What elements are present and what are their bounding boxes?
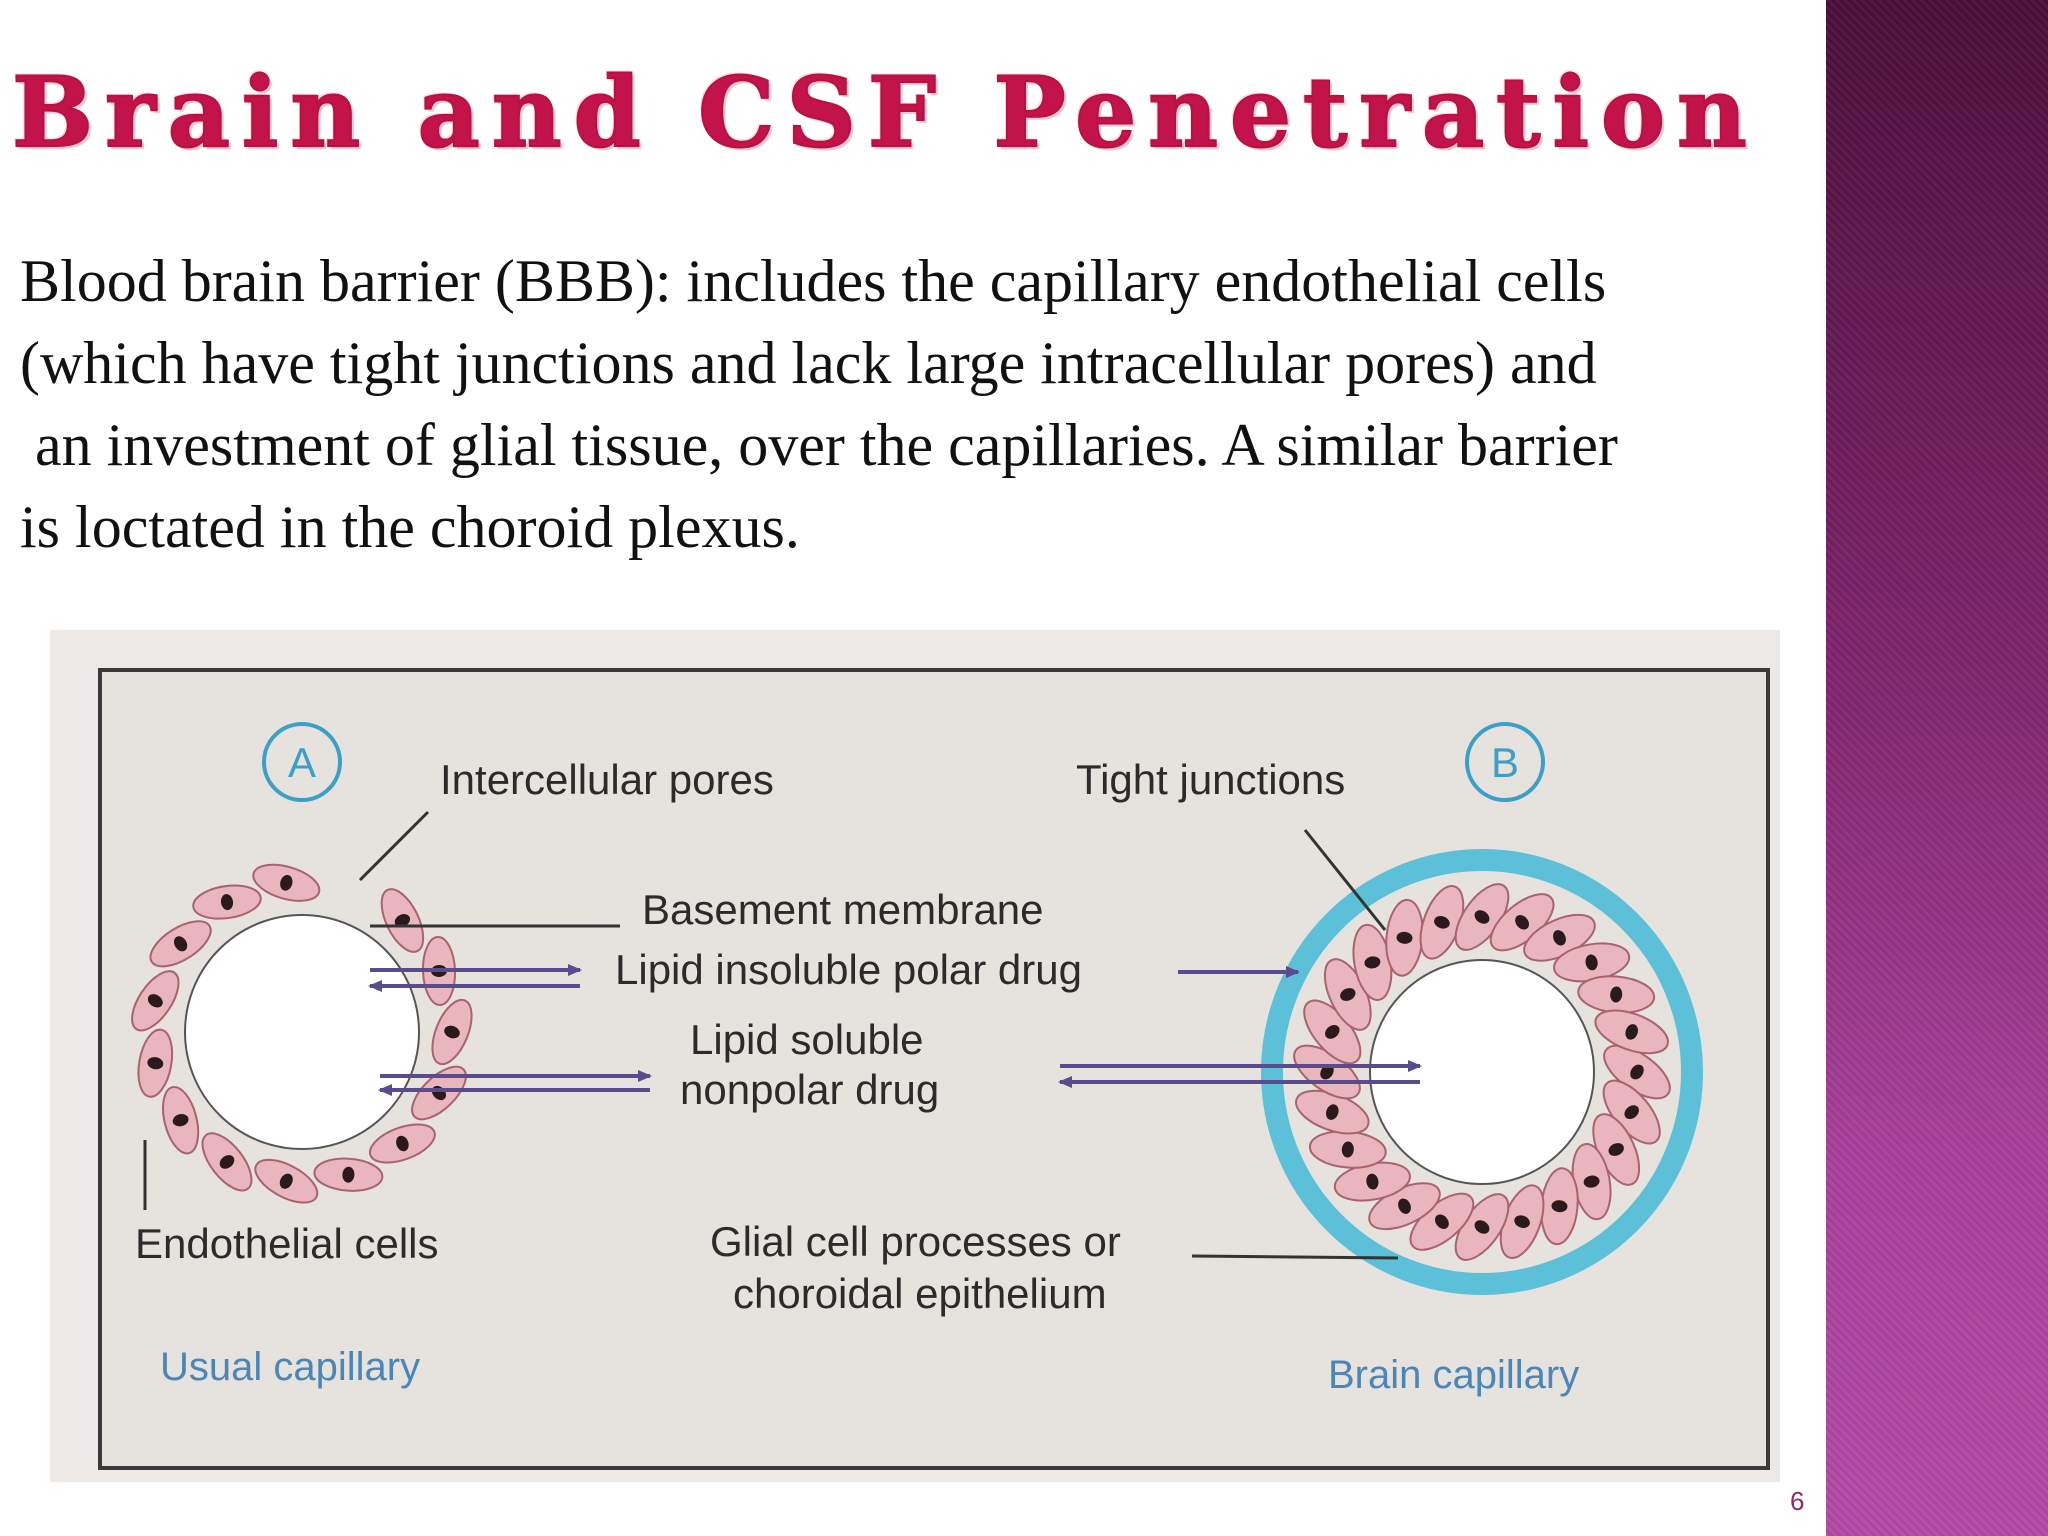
endothelial-cell xyxy=(1385,898,1424,977)
cell-nucleus xyxy=(1364,956,1381,969)
cell-nucleus xyxy=(394,914,411,927)
endothelial-cell xyxy=(1577,975,1656,1014)
cell-nucleus xyxy=(1325,1025,1340,1039)
endothelial-cell xyxy=(368,1123,436,1164)
cell-nucleus xyxy=(1515,915,1529,930)
endothelial-cell xyxy=(131,970,180,1032)
cell-nucleus xyxy=(1320,1064,1334,1080)
cell-nucleus xyxy=(1608,1143,1624,1156)
endothelial-cell xyxy=(254,1158,319,1204)
leader-glial xyxy=(1191,1254,1399,1260)
lumen-b xyxy=(1369,959,1595,1185)
cell-nucleus xyxy=(172,1114,189,1127)
cell-nucleus xyxy=(1396,931,1413,944)
cell-nucleus xyxy=(1340,988,1356,1001)
leader-tight-junctions xyxy=(1303,829,1387,931)
cell-nucleus xyxy=(1585,954,1598,971)
marker-a-circle xyxy=(262,722,342,802)
label-basement-membrane: Basement membrane xyxy=(642,886,1044,933)
cell-nucleus xyxy=(1474,910,1490,924)
endothelial-cell xyxy=(162,1085,200,1155)
endothelial-cell xyxy=(1454,883,1510,951)
endothelial-cell xyxy=(192,884,262,920)
usual-capillary xyxy=(131,863,473,1204)
cell-nucleus xyxy=(220,894,234,911)
endothelial-cell xyxy=(149,920,212,968)
cell-nucleus xyxy=(280,874,293,891)
cell-nucleus xyxy=(1398,1198,1411,1214)
cell-nucleus xyxy=(147,1057,164,1070)
cell-nucleus xyxy=(1326,1104,1339,1120)
endothelial-cell xyxy=(1592,1113,1641,1186)
endothelial-ring-a xyxy=(131,863,473,1204)
marker-b: B xyxy=(1491,739,1519,786)
cell-nucleus xyxy=(1610,986,1623,1003)
cell-nucleus xyxy=(173,936,188,952)
drug-arrows xyxy=(368,964,1422,1096)
endothelial-cell xyxy=(1323,958,1372,1031)
endothelial-cell xyxy=(1295,1089,1370,1135)
cell-nucleus xyxy=(342,1166,355,1183)
endothelial-cell xyxy=(252,863,321,902)
label-usual-capillary: Usual capillary xyxy=(160,1345,420,1389)
cell-nucleus xyxy=(1474,1220,1490,1234)
endothelial-cell xyxy=(137,1028,174,1098)
cell-nucleus xyxy=(1366,1173,1379,1190)
endothelial-cell xyxy=(1594,1009,1669,1055)
endothelial-ring-b xyxy=(1293,883,1671,1261)
cell-nucleus xyxy=(1435,1214,1449,1229)
cell-nucleus xyxy=(1624,1105,1639,1119)
bbb-diagram: A B Intercellular pores Tight junctions xyxy=(50,630,1780,1482)
marker-b-circle xyxy=(1465,722,1545,802)
label-lipid-soluble-2: nonpolar drug xyxy=(680,1066,939,1113)
endothelial-cell xyxy=(380,888,425,953)
body-line: is loctated in the choroid plexus. xyxy=(20,494,800,560)
endothelial-cell xyxy=(1540,1167,1579,1246)
label-intercellular-pores: Intercellular pores xyxy=(440,756,774,803)
cell-nucleus xyxy=(1434,916,1450,929)
cell-nucleus xyxy=(147,994,163,1008)
cell-nucleus xyxy=(219,1155,235,1169)
cell-nucleus xyxy=(1625,1024,1638,1040)
endothelial-cell xyxy=(201,1132,253,1192)
label-lipid-soluble-1: Lipid soluble xyxy=(690,1016,924,1063)
body-text: Blood brain barrier (BBB): includes the … xyxy=(20,240,1835,568)
bbb-diagram-svg: A B Intercellular pores Tight junctions xyxy=(98,668,1770,1470)
endothelial-cell xyxy=(1308,1130,1387,1169)
lumen-a xyxy=(184,914,420,1150)
cell-nucleus xyxy=(1583,1175,1600,1188)
label-lipid-insoluble: Lipid insoluble polar drug xyxy=(615,946,1082,993)
label-endothelial-cells: Endothelial cells xyxy=(135,1220,439,1267)
cell-nucleus xyxy=(1551,1200,1568,1213)
label-tight-junctions: Tight junctions xyxy=(1076,756,1345,803)
cell-nucleus xyxy=(1341,1141,1354,1158)
endothelial-cell xyxy=(1553,942,1631,983)
endothelial-cell xyxy=(1352,923,1393,1001)
cell-nucleus xyxy=(396,1135,409,1152)
endothelial-cell xyxy=(431,998,473,1066)
slide-title: Brain and CSF Penetration xyxy=(11,55,1759,170)
brain-capillary xyxy=(1261,849,1703,1295)
label-glial-1: Glial cell processes or xyxy=(710,1218,1121,1265)
endothelial-cell xyxy=(1499,1184,1545,1259)
endothelial-cell xyxy=(313,1157,384,1192)
leader-intercellular-pores xyxy=(358,810,430,882)
body-line: (which have tight junctions and lack lar… xyxy=(20,330,1597,396)
cell-nucleus xyxy=(444,1025,460,1039)
body-line: Blood brain barrier (BBB): includes the … xyxy=(20,248,1607,314)
cell-nucleus xyxy=(1553,930,1566,946)
decorative-sidebar xyxy=(1826,0,2048,1536)
label-glial-2: choroidal epithelium xyxy=(733,1270,1107,1317)
body-line: an investment of glial tissue, over the … xyxy=(20,412,1618,478)
glial-sheath xyxy=(1261,849,1703,1295)
cell-nucleus xyxy=(1514,1215,1530,1228)
page-number: 6 xyxy=(1790,1486,1805,1516)
label-brain-capillary: Brain capillary xyxy=(1328,1353,1579,1397)
marker-a: A xyxy=(288,739,316,786)
cell-nucleus xyxy=(1630,1064,1644,1080)
cell-nucleus xyxy=(279,1173,293,1189)
